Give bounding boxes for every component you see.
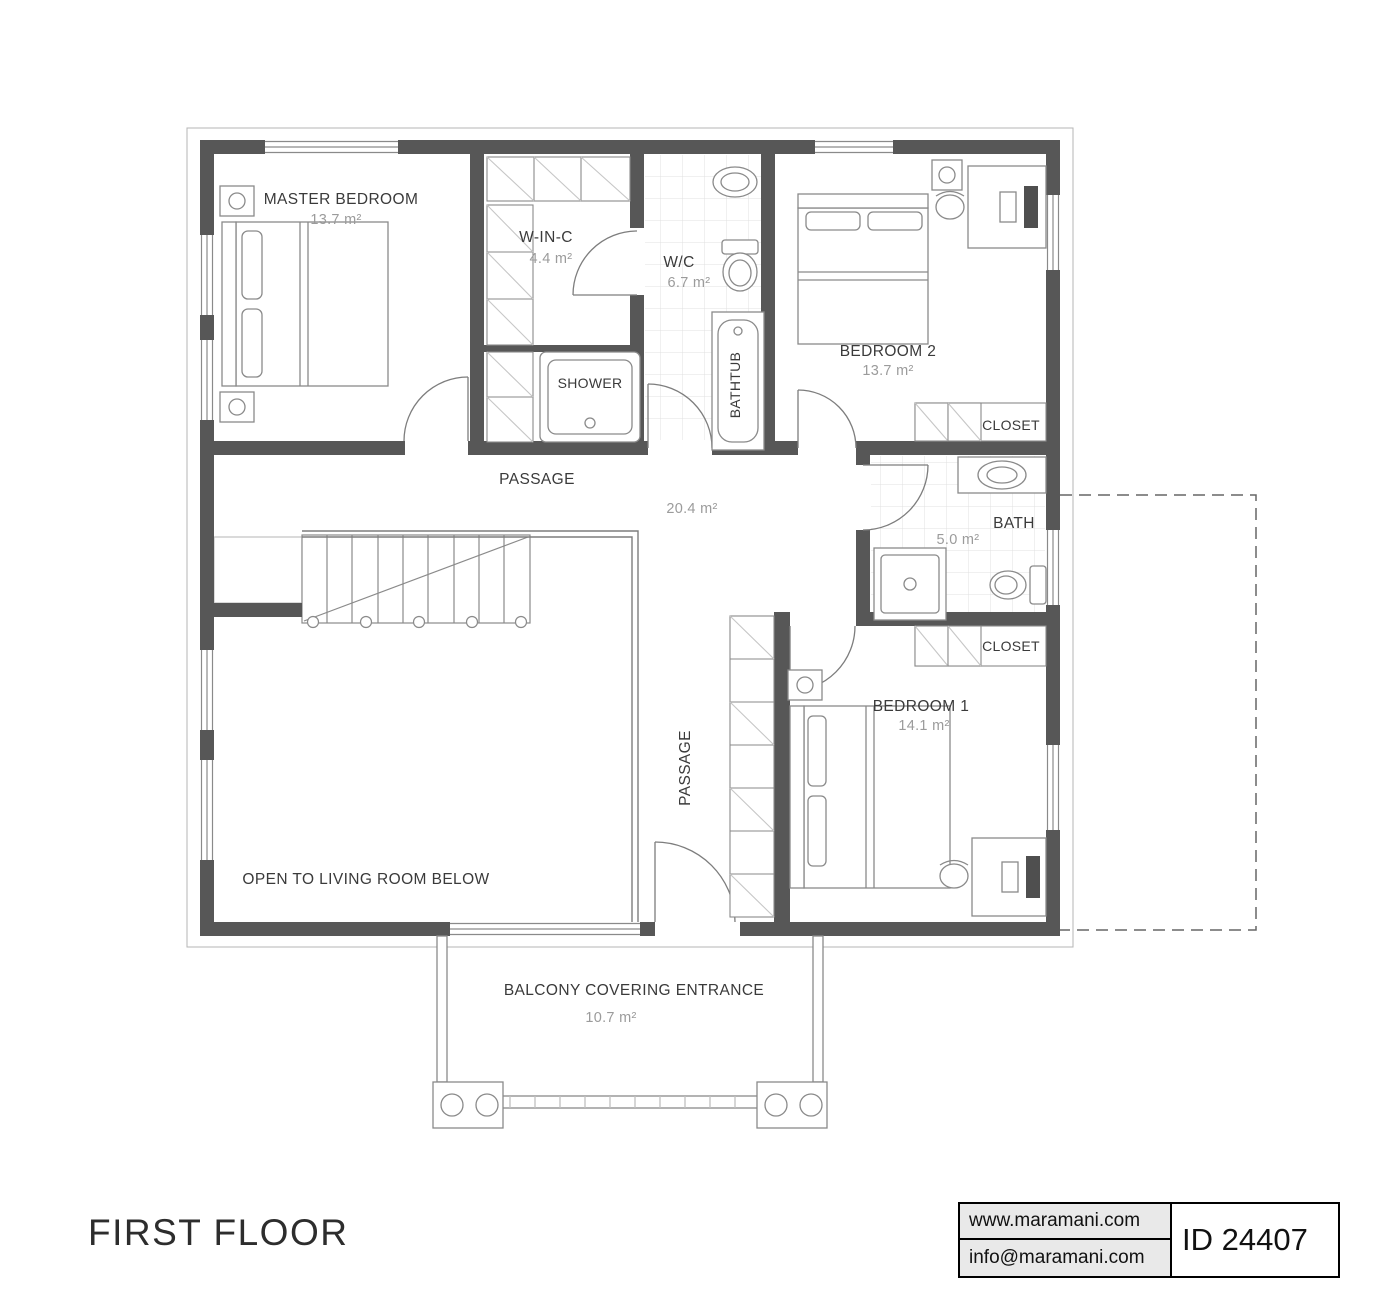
closet-top-label: CLOSET xyxy=(982,417,1040,433)
void-boundary xyxy=(302,530,639,922)
room-labels: MASTER BEDROOM 13.7 m² W-IN-C 4.4 m² W/C… xyxy=(242,191,1040,1026)
bedroom1-wardrobes xyxy=(729,615,775,918)
winc-area: 4.4 m² xyxy=(530,251,573,267)
winc-wardrobes xyxy=(486,156,631,443)
shower-label: SHOWER xyxy=(558,375,623,391)
bath-area: 5.0 m² xyxy=(937,532,980,548)
bedroom2-bed xyxy=(797,159,963,345)
wc-toilet xyxy=(721,239,759,292)
bath-toilet xyxy=(989,565,1047,605)
bedroom2-desk xyxy=(935,165,1047,249)
wc-sink xyxy=(712,166,758,198)
bedroom2-area: 13.7 m² xyxy=(862,363,913,379)
wc-area: 6.7 m² xyxy=(668,275,711,291)
bedroom1-area: 14.1 m² xyxy=(898,718,949,734)
bath-sink xyxy=(957,456,1047,494)
plan-id: ID 24407 xyxy=(1170,1202,1340,1278)
dashed-extension-outline xyxy=(1060,494,1257,931)
passage-label: PASSAGE xyxy=(499,471,575,488)
closet-bottom-label: CLOSET xyxy=(982,638,1040,654)
master-bedroom-area: 13.7 m² xyxy=(310,212,361,228)
bathtub-label: BATHTUB xyxy=(727,352,743,418)
open-to-living-label: OPEN TO LIVING ROOM BELOW xyxy=(242,871,489,888)
website-cell: www.maramani.com xyxy=(958,1202,1172,1240)
master-bedroom-label: MASTER BEDROOM xyxy=(264,191,419,208)
passage-vertical-label: PASSAGE xyxy=(677,730,694,806)
bath-label: BATH xyxy=(993,515,1035,532)
bedroom1-desk xyxy=(939,837,1047,917)
bedroom2-label: BEDROOM 2 xyxy=(840,343,937,360)
closet-bottom xyxy=(914,625,1047,667)
balcony-area: 10.7 m² xyxy=(585,1010,636,1026)
info-box: www.maramani.com ID 24407 info@maramani.… xyxy=(958,1202,1340,1278)
passage-area: 20.4 m² xyxy=(666,501,717,517)
shower-tray xyxy=(539,351,641,443)
staircase xyxy=(213,534,531,629)
door-swings xyxy=(403,230,929,923)
floor-title: FIRST FLOOR xyxy=(88,1212,349,1253)
outer-boundary-line xyxy=(186,127,1074,948)
wc-label: W/C xyxy=(663,254,694,271)
balcony-label: BALCONY COVERING ENTRANCE xyxy=(504,982,764,999)
bath-shower xyxy=(873,547,947,621)
bathtub-fixture xyxy=(711,311,765,451)
windows xyxy=(200,140,1060,936)
email-cell: info@maramani.com xyxy=(958,1238,1172,1278)
winc-label: W-IN-C xyxy=(519,229,573,246)
balcony-structure xyxy=(432,935,828,1129)
exterior-walls xyxy=(200,140,1060,936)
bedroom1-bed xyxy=(787,669,951,889)
master-bed xyxy=(219,185,389,423)
closet-top xyxy=(914,402,1047,442)
bedroom1-label: BEDROOM 1 xyxy=(873,698,970,715)
